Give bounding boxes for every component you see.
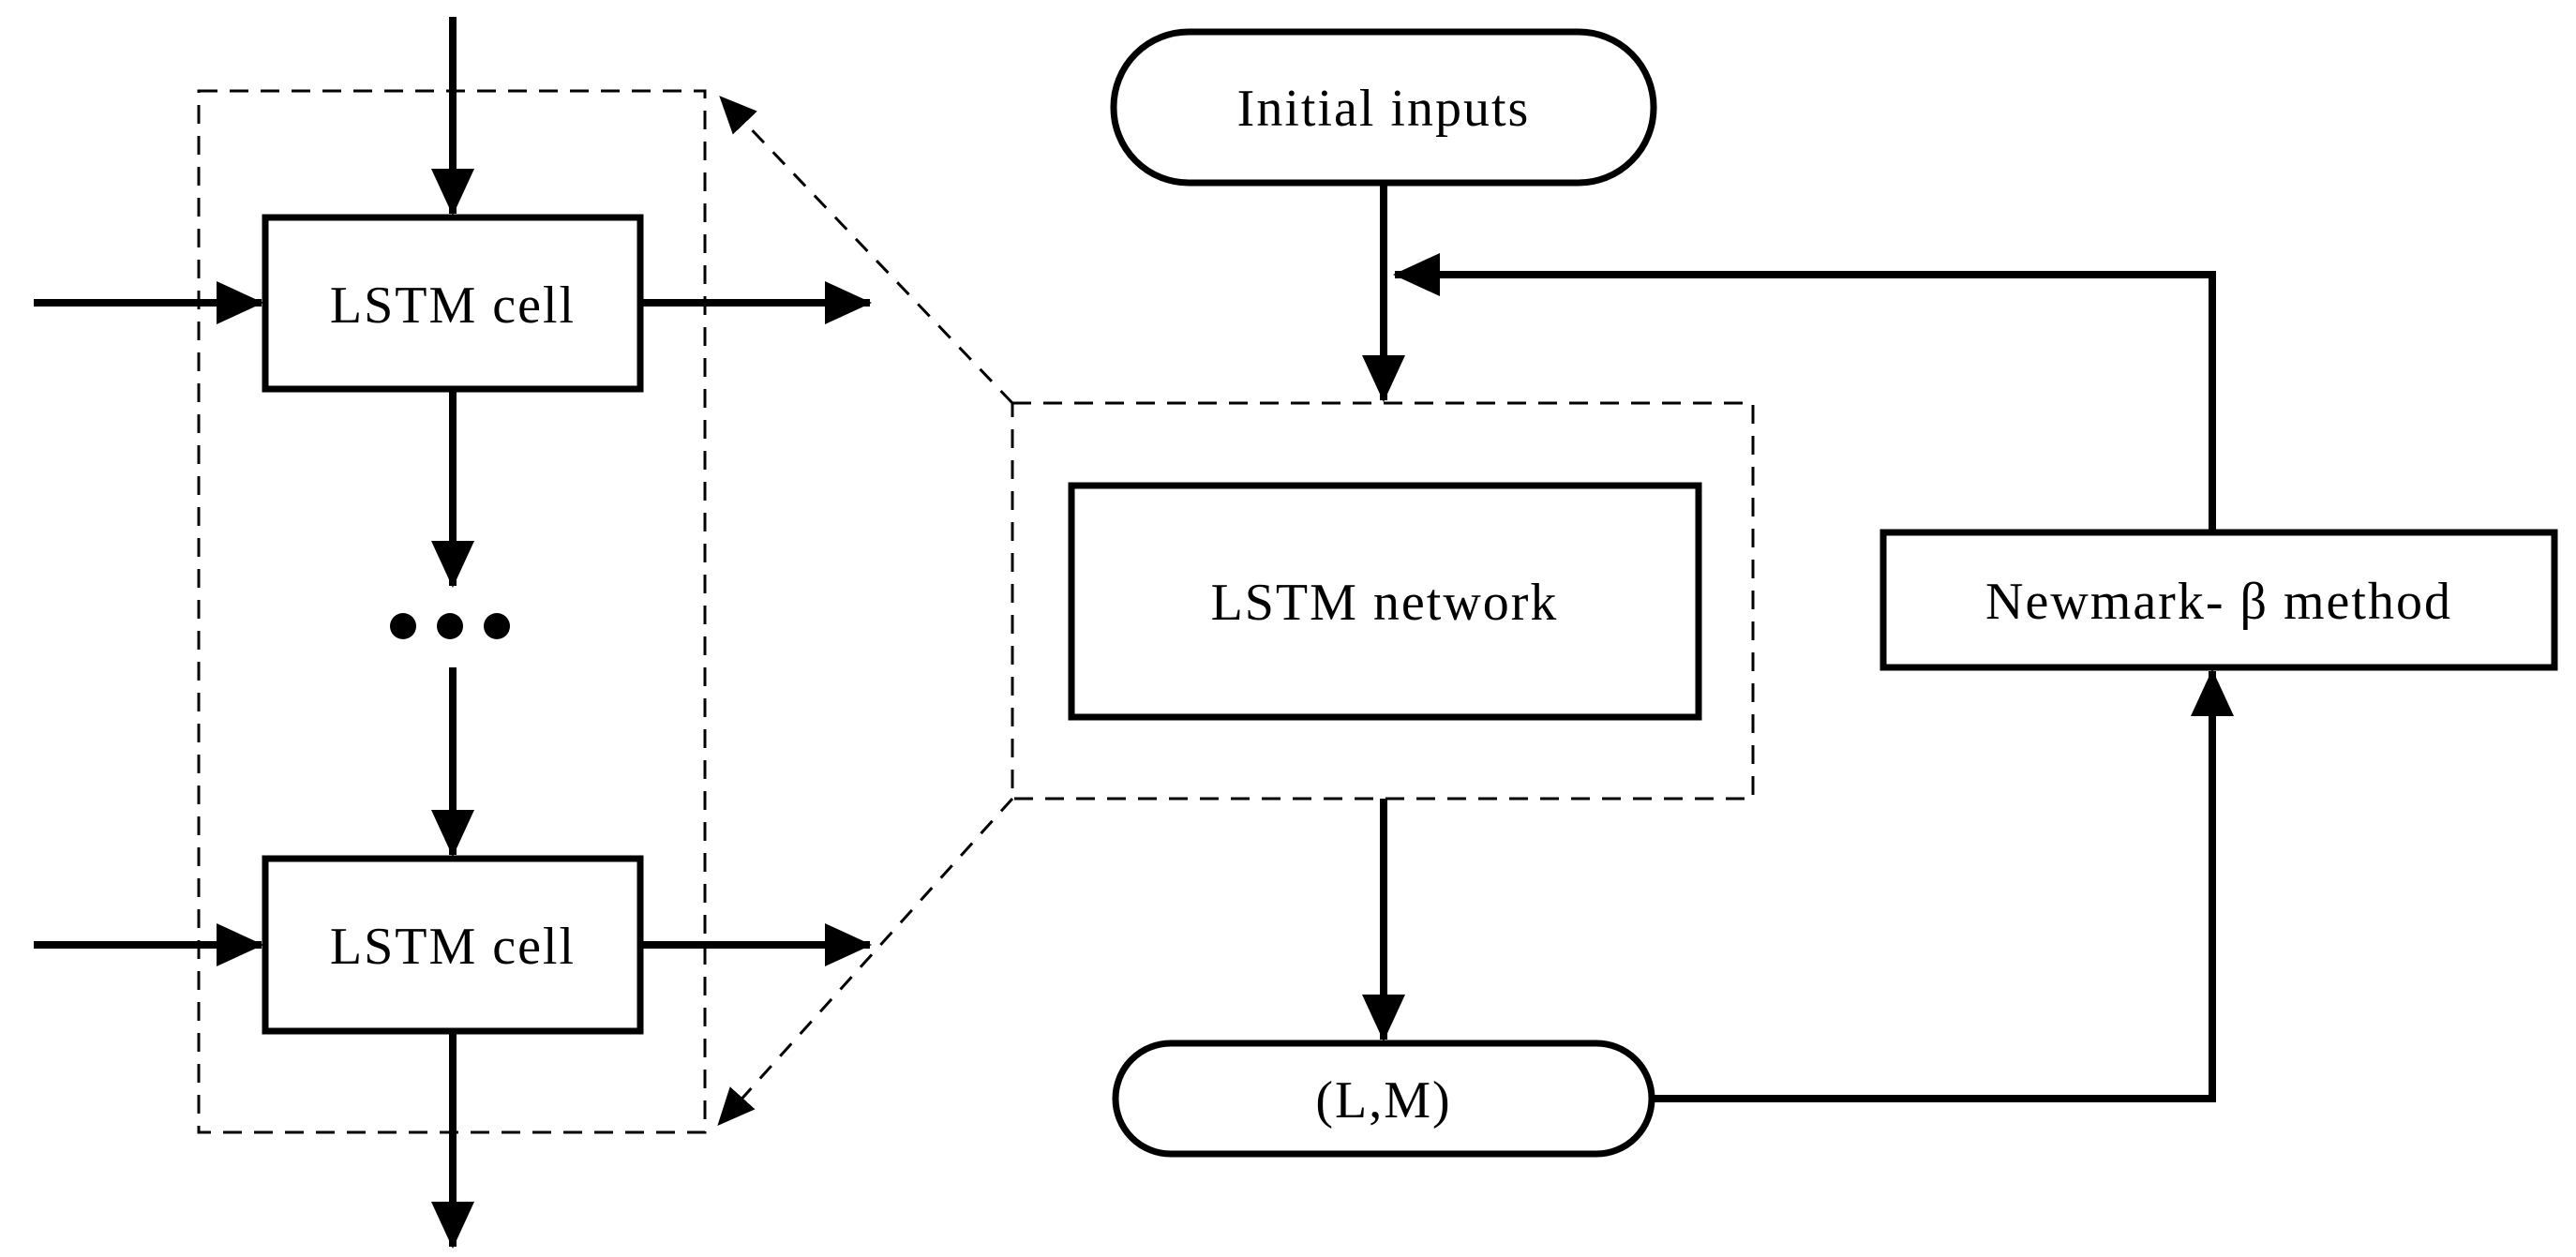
arrow-newmark-to-main-flow	[1393, 253, 2216, 532]
ellipsis-dot	[484, 613, 510, 639]
lstm-cell-top-label: LSTM cell	[330, 277, 576, 335]
arrow-lm-to-newmark	[1652, 669, 2234, 1102]
lstm-cell-bottom-label: LSTM cell	[330, 918, 576, 976]
initial-inputs-label: Initial inputs	[1237, 80, 1531, 138]
dashed-expansion-line-top	[719, 96, 1014, 405]
lm-output-label: (L,M)	[1315, 1071, 1451, 1130]
lstm-network-label: LSTM network	[1211, 574, 1559, 632]
lstm-network-node	[1068, 482, 1702, 721]
dashed-expansion-line-bottom	[717, 797, 1014, 1126]
lstm-network-dashed-box	[1011, 401, 1755, 801]
newmark-method-node	[1880, 529, 2558, 671]
ellipsis-dot	[390, 613, 416, 639]
ellipsis-dot	[437, 613, 463, 639]
ellipsis-dots	[390, 613, 510, 639]
newmark-method-label: Newmark- β method	[1985, 573, 2452, 631]
